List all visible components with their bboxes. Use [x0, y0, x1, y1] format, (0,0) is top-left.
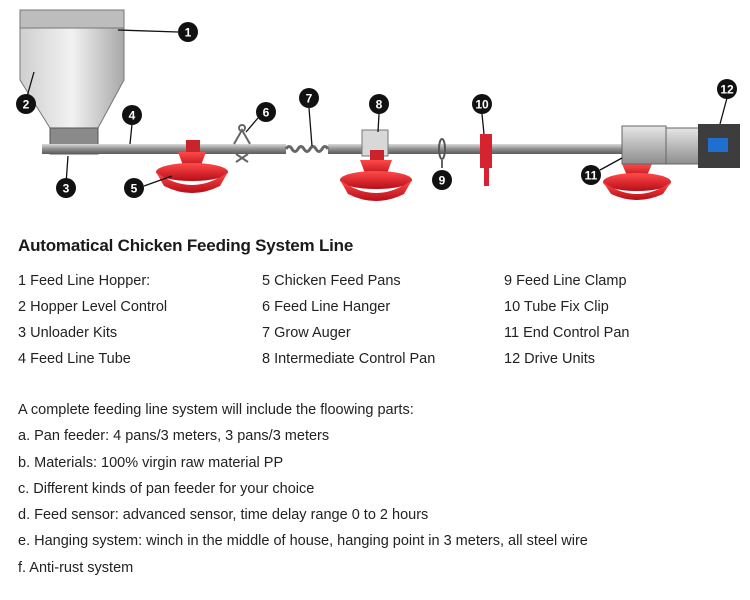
- description-line: a. Pan feeder: 4 pans/3 meters, 3 pans/3…: [18, 428, 330, 445]
- callout-1: 1: [178, 22, 198, 42]
- callout-8: 8: [369, 94, 389, 114]
- part-item: 7 Grow Auger: [262, 325, 351, 341]
- callout-12: 12: [717, 79, 737, 99]
- part-item: 12 Drive Units: [504, 351, 596, 367]
- callout-4: 4: [122, 105, 142, 125]
- description-line: f. Anti-rust system: [18, 559, 134, 576]
- svg-text:12: 12: [720, 83, 734, 97]
- part-item: 6 Feed Line Hanger: [262, 299, 391, 315]
- description-line: e. Hanging system: winch in the middle o…: [18, 533, 588, 550]
- intermediate-control-pan: [340, 129, 412, 201]
- description-line: c. Different kinds of pan feeder for you…: [18, 480, 315, 497]
- callout-3: 3: [56, 178, 76, 198]
- callout-5: 5: [124, 178, 144, 198]
- part-item: 1 Feed Line Hopper:: [18, 273, 151, 289]
- part-item: 2 Hopper Level Control: [18, 299, 168, 315]
- tube-fix-clip: [480, 134, 492, 186]
- feed-line-clamp: [438, 138, 446, 160]
- svg-text:3: 3: [63, 182, 70, 196]
- feed-line-hanger: [233, 124, 251, 163]
- svg-text:2: 2: [23, 98, 30, 112]
- parts-column-2: 5 Chicken Feed Pans 6 Feed Line Hanger 7…: [262, 272, 435, 376]
- svg-text:10: 10: [475, 98, 489, 112]
- part-item: 5 Chicken Feed Pans: [262, 273, 401, 289]
- callout-10: 10: [472, 94, 492, 114]
- part-item: 10 Tube Fix Clip: [504, 299, 609, 315]
- chicken-feed-pan: [156, 140, 228, 193]
- svg-text:5: 5: [131, 182, 138, 196]
- part-item: 11 End Control Pan: [504, 325, 630, 341]
- svg-text:6: 6: [263, 106, 270, 120]
- feeding-line-diagram: 1 2 3 4 5 6 7 8 9 10 11 12: [16, 9, 740, 201]
- part-item: 9 Feed Line Clamp: [504, 273, 627, 289]
- svg-text:1: 1: [185, 26, 192, 40]
- parts-column-1: 1 Feed Line Hopper: 2 Hopper Level Contr…: [18, 272, 167, 376]
- callout-2: 2: [16, 94, 36, 114]
- svg-text:9: 9: [439, 174, 446, 188]
- description-block: A complete feeding line system will incl…: [18, 401, 738, 585]
- description-line: d. Feed sensor: advanced sensor, time de…: [18, 507, 429, 524]
- callout-6: 6: [256, 102, 276, 122]
- svg-text:4: 4: [129, 109, 136, 123]
- part-item: 3 Unloader Kits: [18, 325, 118, 341]
- feed-line-tube: [42, 144, 628, 154]
- callout-9: 9: [432, 170, 452, 190]
- page-title: Automatical Chicken Feeding System Line: [18, 236, 354, 255]
- svg-text:7: 7: [306, 92, 313, 106]
- callout-7: 7: [299, 88, 319, 108]
- drive-unit: [621, 124, 740, 168]
- part-item: 4 Feed Line Tube: [18, 351, 131, 367]
- callout-11: 11: [581, 165, 601, 185]
- svg-text:11: 11: [585, 169, 598, 183]
- svg-text:8: 8: [376, 98, 383, 112]
- feed-line-hopper: [19, 9, 125, 155]
- description-line: A complete feeding line system will incl…: [18, 402, 414, 418]
- parts-column-3: 9 Feed Line Clamp 10 Tube Fix Clip 11 En…: [504, 272, 629, 376]
- part-item: 8 Intermediate Control Pan: [262, 351, 436, 367]
- grow-auger: [284, 145, 330, 153]
- description-line: b. Materials: 100% virgin raw material P…: [18, 454, 284, 471]
